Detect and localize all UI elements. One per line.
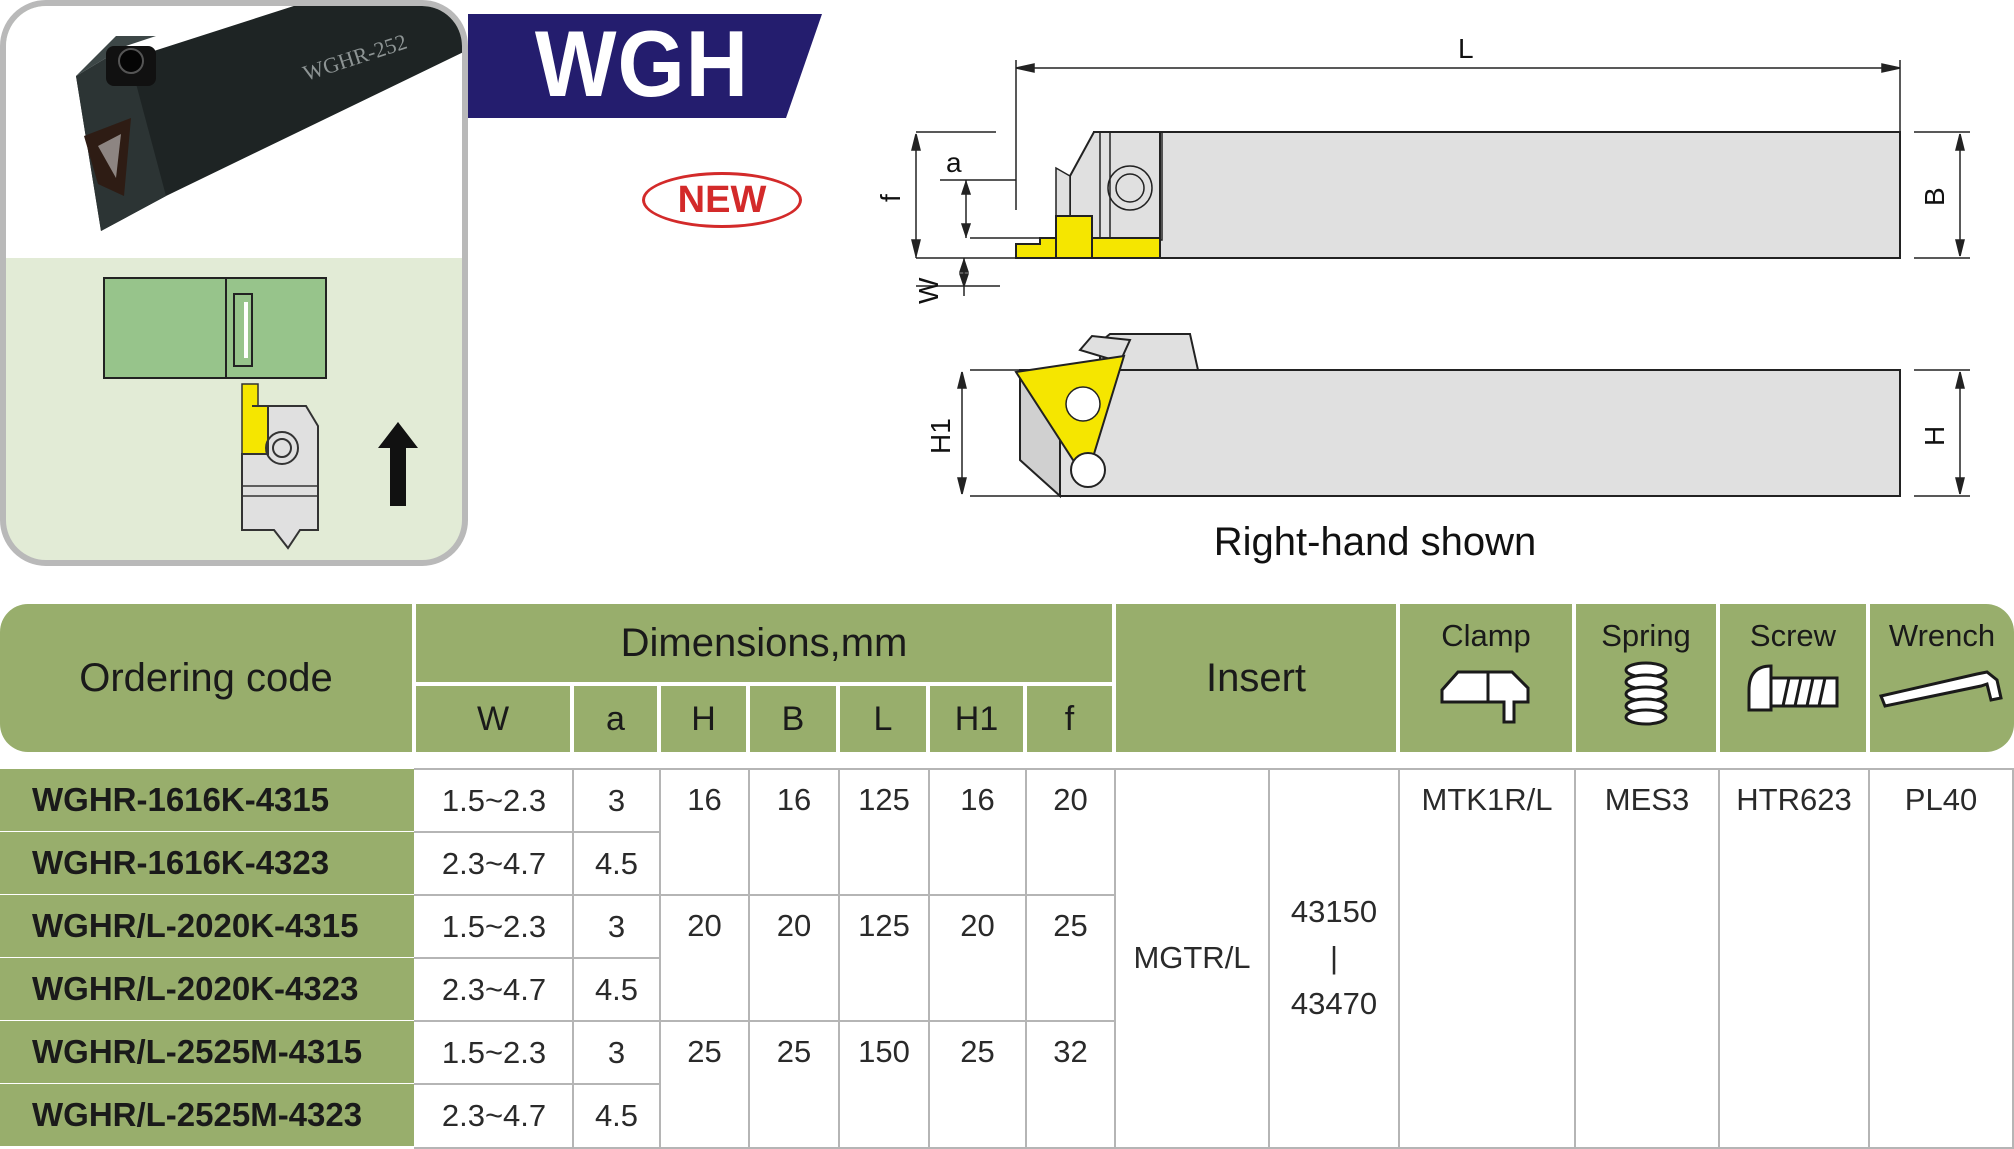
dim-label-f: f [880, 194, 906, 202]
cell-clamp: MTK1R/L [1421, 782, 1553, 817]
cell-W: 1.5~2.3 [441, 1035, 547, 1070]
insert-range-end: 43470 [1290, 986, 1378, 1021]
insert-range-start: 43150 [1290, 894, 1378, 929]
drawing-caption: Right-hand shown [1213, 520, 1537, 564]
header-dimensions: Dimensions,mm [416, 604, 1112, 682]
cell-insert-range: 43150 | 43470 [1270, 768, 1398, 1148]
series-title: WGH [534, 11, 750, 116]
header-screw-label: Screw [1749, 618, 1837, 653]
cell-B: 20 [776, 908, 812, 943]
cell-H: 25 [687, 1034, 722, 1069]
header-spring-label: Spring [1601, 618, 1691, 653]
cell-f: 20 [1053, 782, 1088, 817]
cell-insert-type: MGTR/L [1133, 940, 1251, 975]
cell-H: 20 [687, 908, 722, 943]
dim-label-L: L [1458, 33, 1474, 64]
dim-label-a: a [946, 147, 962, 178]
technical-drawing: L a f W B H1 H [880, 33, 1970, 499]
cell-a: 4.5 [594, 1098, 639, 1133]
dim-label-H: H [1919, 426, 1950, 446]
cell-H1: 25 [960, 1034, 995, 1069]
dim-label-W: W [913, 277, 944, 304]
cell-W: 2.3~4.7 [441, 1098, 547, 1133]
header-dim-a: a [574, 686, 657, 752]
cell-B: 25 [776, 1034, 812, 1069]
header-dim-W: W [416, 686, 570, 752]
product-photo: WGHR-252 [6, 6, 462, 258]
cell-L: 150 [858, 1034, 910, 1069]
cell-a: 3 [607, 1035, 626, 1070]
header-screw: Screw [1720, 604, 1866, 752]
cell-wrench: PL40 [1904, 782, 1978, 817]
dim-label-B: B [1919, 187, 1950, 206]
cell-spring: MES3 [1604, 782, 1690, 817]
tool-holder-photo: WGHR-252 [76, 6, 462, 231]
header-insert: Insert [1116, 604, 1396, 752]
header-dim-B: B [750, 686, 836, 752]
cell-a: 4.5 [594, 972, 639, 1007]
table-row-code: WGHR-1616K-4315 [0, 769, 414, 831]
cell-H1: 16 [960, 782, 995, 817]
new-badge: NEW [642, 172, 802, 228]
product-photo-panel: WGHR-252 [0, 0, 468, 566]
cell-f: 25 [1053, 908, 1088, 943]
table-row-code: WGHR-1616K-4323 [0, 832, 414, 894]
header-dim-f: f [1027, 686, 1112, 752]
machining-diagram [103, 277, 418, 550]
spring-icon [1624, 661, 1668, 726]
table-header: Ordering code Dimensions,mm W a H B L H1… [0, 604, 2014, 752]
cell-W: 2.3~4.7 [441, 972, 547, 1007]
table-row-code: WGHR/L-2525M-4323 [0, 1084, 414, 1146]
cell-H: 16 [687, 782, 722, 817]
table-row-code: WGHR/L-2525M-4315 [0, 1021, 414, 1083]
cell-H1: 20 [960, 908, 995, 943]
cell-W: 1.5~2.3 [441, 909, 547, 944]
cell-a: 3 [607, 909, 626, 944]
title-banner [468, 14, 822, 118]
header-clamp-label: Clamp [1441, 618, 1531, 653]
header-dim-H1: H1 [930, 686, 1023, 752]
table-body: WGHR-1616K-4315 WGHR-1616K-4323 WGHR/L-2… [0, 768, 2014, 1149]
cell-L: 125 [858, 782, 910, 817]
clamp-icon [1440, 670, 1530, 724]
header-wrench-label: Wrench [1888, 618, 1996, 653]
header-ordering-code: Ordering code [0, 604, 412, 752]
table-row-code: WGHR/L-2020K-4323 [0, 958, 414, 1020]
table-row-code: WGHR/L-2020K-4315 [0, 895, 414, 957]
cell-a: 3 [607, 783, 626, 818]
cell-f: 32 [1053, 1034, 1088, 1069]
header-clamp: Clamp [1400, 604, 1572, 752]
header-dim-L: L [840, 686, 926, 752]
cell-screw: HTR623 [1736, 782, 1852, 817]
cell-L: 125 [858, 908, 910, 943]
cell-B: 16 [776, 782, 812, 817]
insert-range-separator: | [1329, 940, 1339, 975]
cell-W: 1.5~2.3 [441, 783, 547, 818]
screw-icon [1747, 664, 1839, 712]
header-wrench: Wrench [1870, 604, 2014, 752]
cell-W: 2.3~4.7 [441, 846, 547, 881]
header-spring: Spring [1576, 604, 1716, 752]
cell-a: 4.5 [594, 846, 639, 881]
hex-wrench-icon [1878, 670, 2003, 708]
header-dim-H: H [661, 686, 746, 752]
dim-label-H1: H1 [925, 418, 956, 454]
